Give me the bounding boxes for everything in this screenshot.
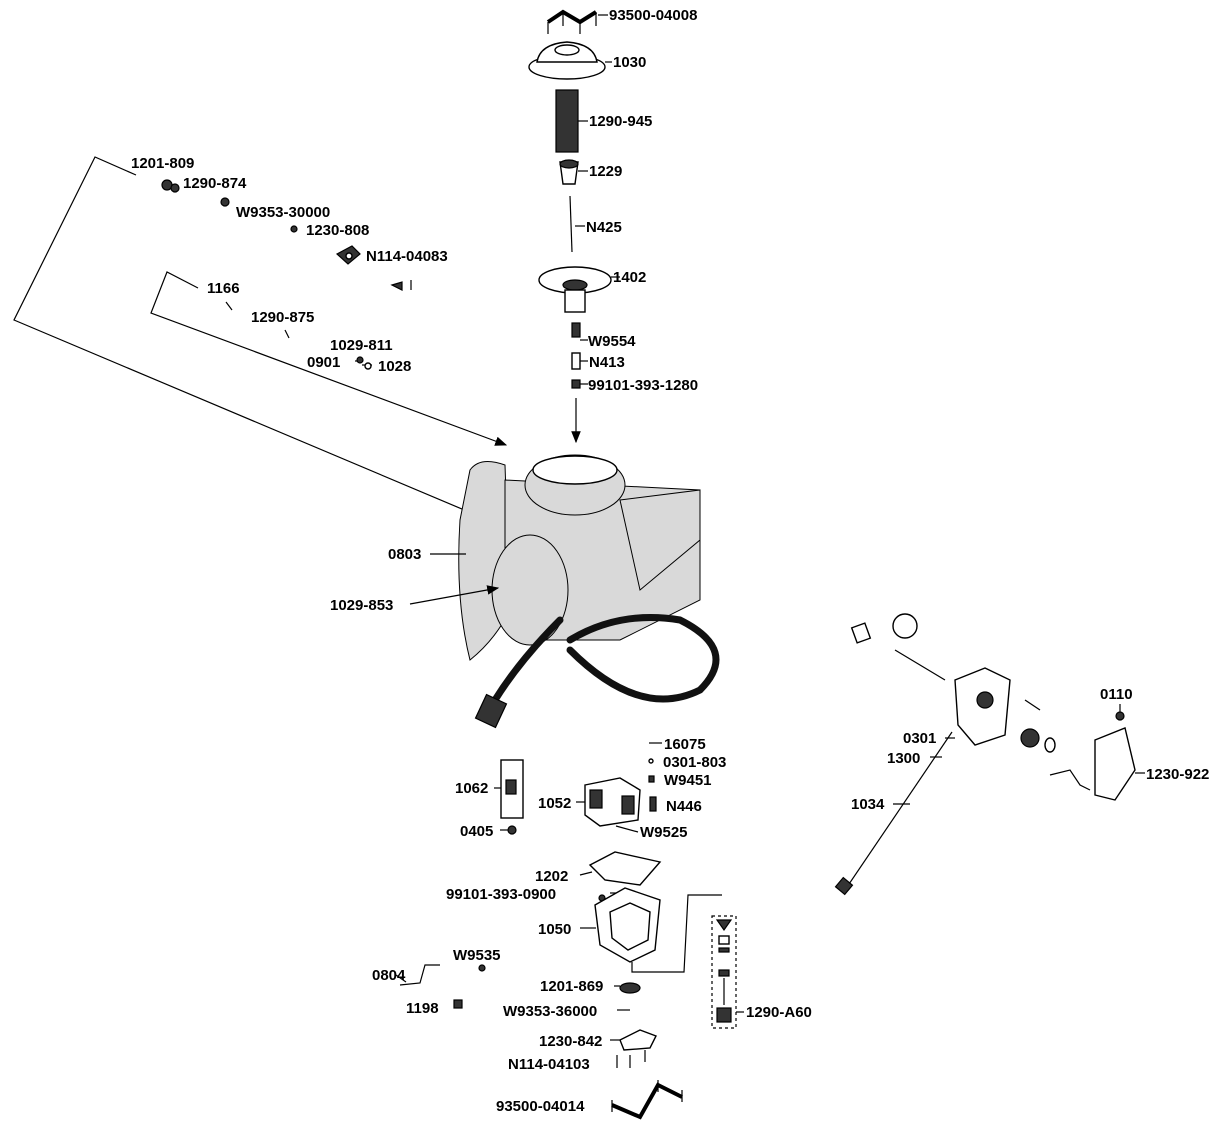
label-1402: 1402 bbox=[613, 269, 646, 286]
label-93500-04014: 93500-04014 bbox=[496, 1098, 585, 1115]
throttle-housing-assembly bbox=[834, 613, 1145, 896]
label-1201-869: 1201-869 bbox=[540, 978, 603, 995]
label-0804: 0804 bbox=[372, 967, 406, 984]
label-1230-922: 1230-922 bbox=[1146, 766, 1209, 783]
label-1166: 1166 bbox=[207, 280, 240, 297]
screw-set-93500-04008 bbox=[546, 9, 608, 34]
jet-assembly-1290-A60 bbox=[711, 915, 744, 1029]
label-16075: 16075 bbox=[664, 736, 706, 753]
label-1029-811: 1029-811 bbox=[330, 337, 393, 354]
label-1028: 1028 bbox=[378, 358, 411, 375]
label-W9353-36000: W9353-36000 bbox=[503, 1003, 597, 1020]
label-W9451: W9451 bbox=[664, 772, 712, 789]
label-1201-809: 1201-809 bbox=[131, 155, 194, 172]
label-0110: 0110 bbox=[1100, 686, 1133, 703]
needle-N425 bbox=[569, 195, 585, 253]
label-99101-393-0900: 99101-393-0900 bbox=[446, 886, 556, 903]
label-1062: 1062 bbox=[455, 780, 488, 797]
label-W9353-30000: W9353-30000 bbox=[236, 204, 330, 221]
fuel-hose-0804 bbox=[395, 964, 486, 1009]
needle-holder-1229 bbox=[559, 159, 588, 185]
label-N425: N425 bbox=[586, 219, 622, 236]
jet-holder-1062 bbox=[494, 759, 524, 819]
carburetor-top-cover-1030 bbox=[528, 41, 612, 80]
label-1052: 1052 bbox=[538, 795, 571, 812]
label-0901: 0901 bbox=[307, 354, 340, 371]
label-1290-875: 1290-875 bbox=[251, 309, 314, 326]
throttle-body-1052 bbox=[576, 777, 641, 827]
label-N114-04103: N114-04103 bbox=[508, 1056, 590, 1073]
label-1202: 1202 bbox=[535, 868, 568, 885]
diaphragm-slide-1402 bbox=[538, 266, 620, 313]
misc-small-lower bbox=[500, 742, 662, 835]
drain-screw-1201-869 bbox=[614, 982, 641, 1011]
label-1290-A60: 1290-A60 bbox=[746, 1004, 812, 1021]
screw-set-93500-04014 bbox=[611, 1080, 683, 1120]
label-N114-04083: N114-04083 bbox=[366, 248, 448, 265]
label-99101-393-1280: 99101-393-1280 bbox=[588, 377, 698, 394]
label-N446: N446 bbox=[666, 798, 702, 815]
label-W9554: W9554 bbox=[588, 333, 636, 350]
label-W9525: W9525 bbox=[640, 824, 688, 841]
label-N413: N413 bbox=[589, 354, 625, 371]
part-labels: 93500-04008 1030 1290-945 1229 N425 1402… bbox=[131, 7, 1209, 1115]
left-leader-lines bbox=[13, 156, 508, 521]
label-93500-04008: 93500-04008 bbox=[609, 7, 697, 24]
label-1230-808: 1230-808 bbox=[306, 222, 369, 239]
label-1290-874: 1290-874 bbox=[183, 175, 247, 192]
small-parts-stack bbox=[571, 322, 588, 444]
label-0405: 0405 bbox=[460, 823, 493, 840]
label-1230-842: 1230-842 bbox=[539, 1033, 602, 1050]
label-1034: 1034 bbox=[851, 796, 885, 813]
label-1050: 1050 bbox=[538, 921, 571, 938]
spring-1290-945 bbox=[555, 89, 588, 153]
float-bowl-1050 bbox=[580, 887, 722, 973]
label-1229: 1229 bbox=[589, 163, 622, 180]
label-1030: 1030 bbox=[613, 54, 646, 71]
label-0301: 0301 bbox=[903, 730, 936, 747]
label-1300: 1300 bbox=[887, 750, 920, 767]
small-left-parts bbox=[161, 179, 412, 370]
label-0301-803: 0301-803 bbox=[663, 754, 726, 771]
label-1029-853: 1029-853 bbox=[330, 597, 393, 614]
label-1198: 1198 bbox=[406, 1000, 439, 1017]
label-0803: 0803 bbox=[388, 546, 421, 563]
carburetor-body bbox=[409, 454, 720, 729]
label-1290-945: 1290-945 bbox=[589, 113, 652, 130]
cover-1230-842 bbox=[610, 1029, 657, 1068]
label-W9535: W9535 bbox=[453, 947, 501, 964]
